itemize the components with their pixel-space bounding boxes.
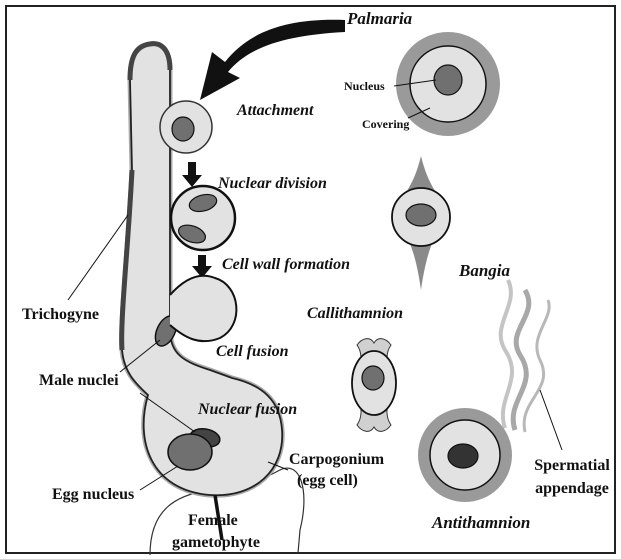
egg-cell-label: (egg cell) — [297, 473, 358, 489]
palmaria-nucleus — [434, 65, 462, 95]
egg-nucleus-label: Egg nucleus — [52, 487, 134, 503]
bangia-nucleus — [406, 204, 436, 226]
carpogonium-label: Carpogonium — [289, 452, 384, 468]
nuclear-division-label: Nuclear division — [218, 176, 327, 192]
frame — [6, 6, 615, 553]
gametophyte-label: gametophyte — [172, 535, 260, 551]
antithamnion-nucleus — [448, 444, 478, 468]
egg-nucleus — [168, 434, 212, 470]
bangia-label: Bangia — [459, 262, 510, 279]
covering-label: Covering — [362, 118, 409, 130]
trichogyne-label: Trichogyne — [22, 307, 99, 323]
attachment-label: Attachment — [237, 103, 313, 119]
spermatial-label: Spermatial — [527, 458, 617, 474]
attachment-nucleus — [172, 117, 194, 141]
appendage-label: appendage — [527, 481, 617, 497]
female-label: Female — [188, 513, 238, 529]
cell-wall-formation-label: Cell wall formation — [222, 257, 350, 273]
callithamnion-label: Callithamnion — [307, 306, 403, 322]
callithamnion-nucleus — [362, 366, 384, 390]
nucleus-label: Nucleus — [344, 80, 385, 92]
male-nuclei-label: Male nuclei — [39, 373, 119, 389]
antithamnion-label: Antithamnion — [432, 514, 530, 531]
palmaria-label: Palmaria — [347, 10, 412, 27]
nuclear-fusion-label: Nuclear fusion — [198, 402, 297, 418]
wall-formation-cell — [170, 276, 236, 341]
cell-fusion-label: Cell fusion — [216, 344, 288, 360]
